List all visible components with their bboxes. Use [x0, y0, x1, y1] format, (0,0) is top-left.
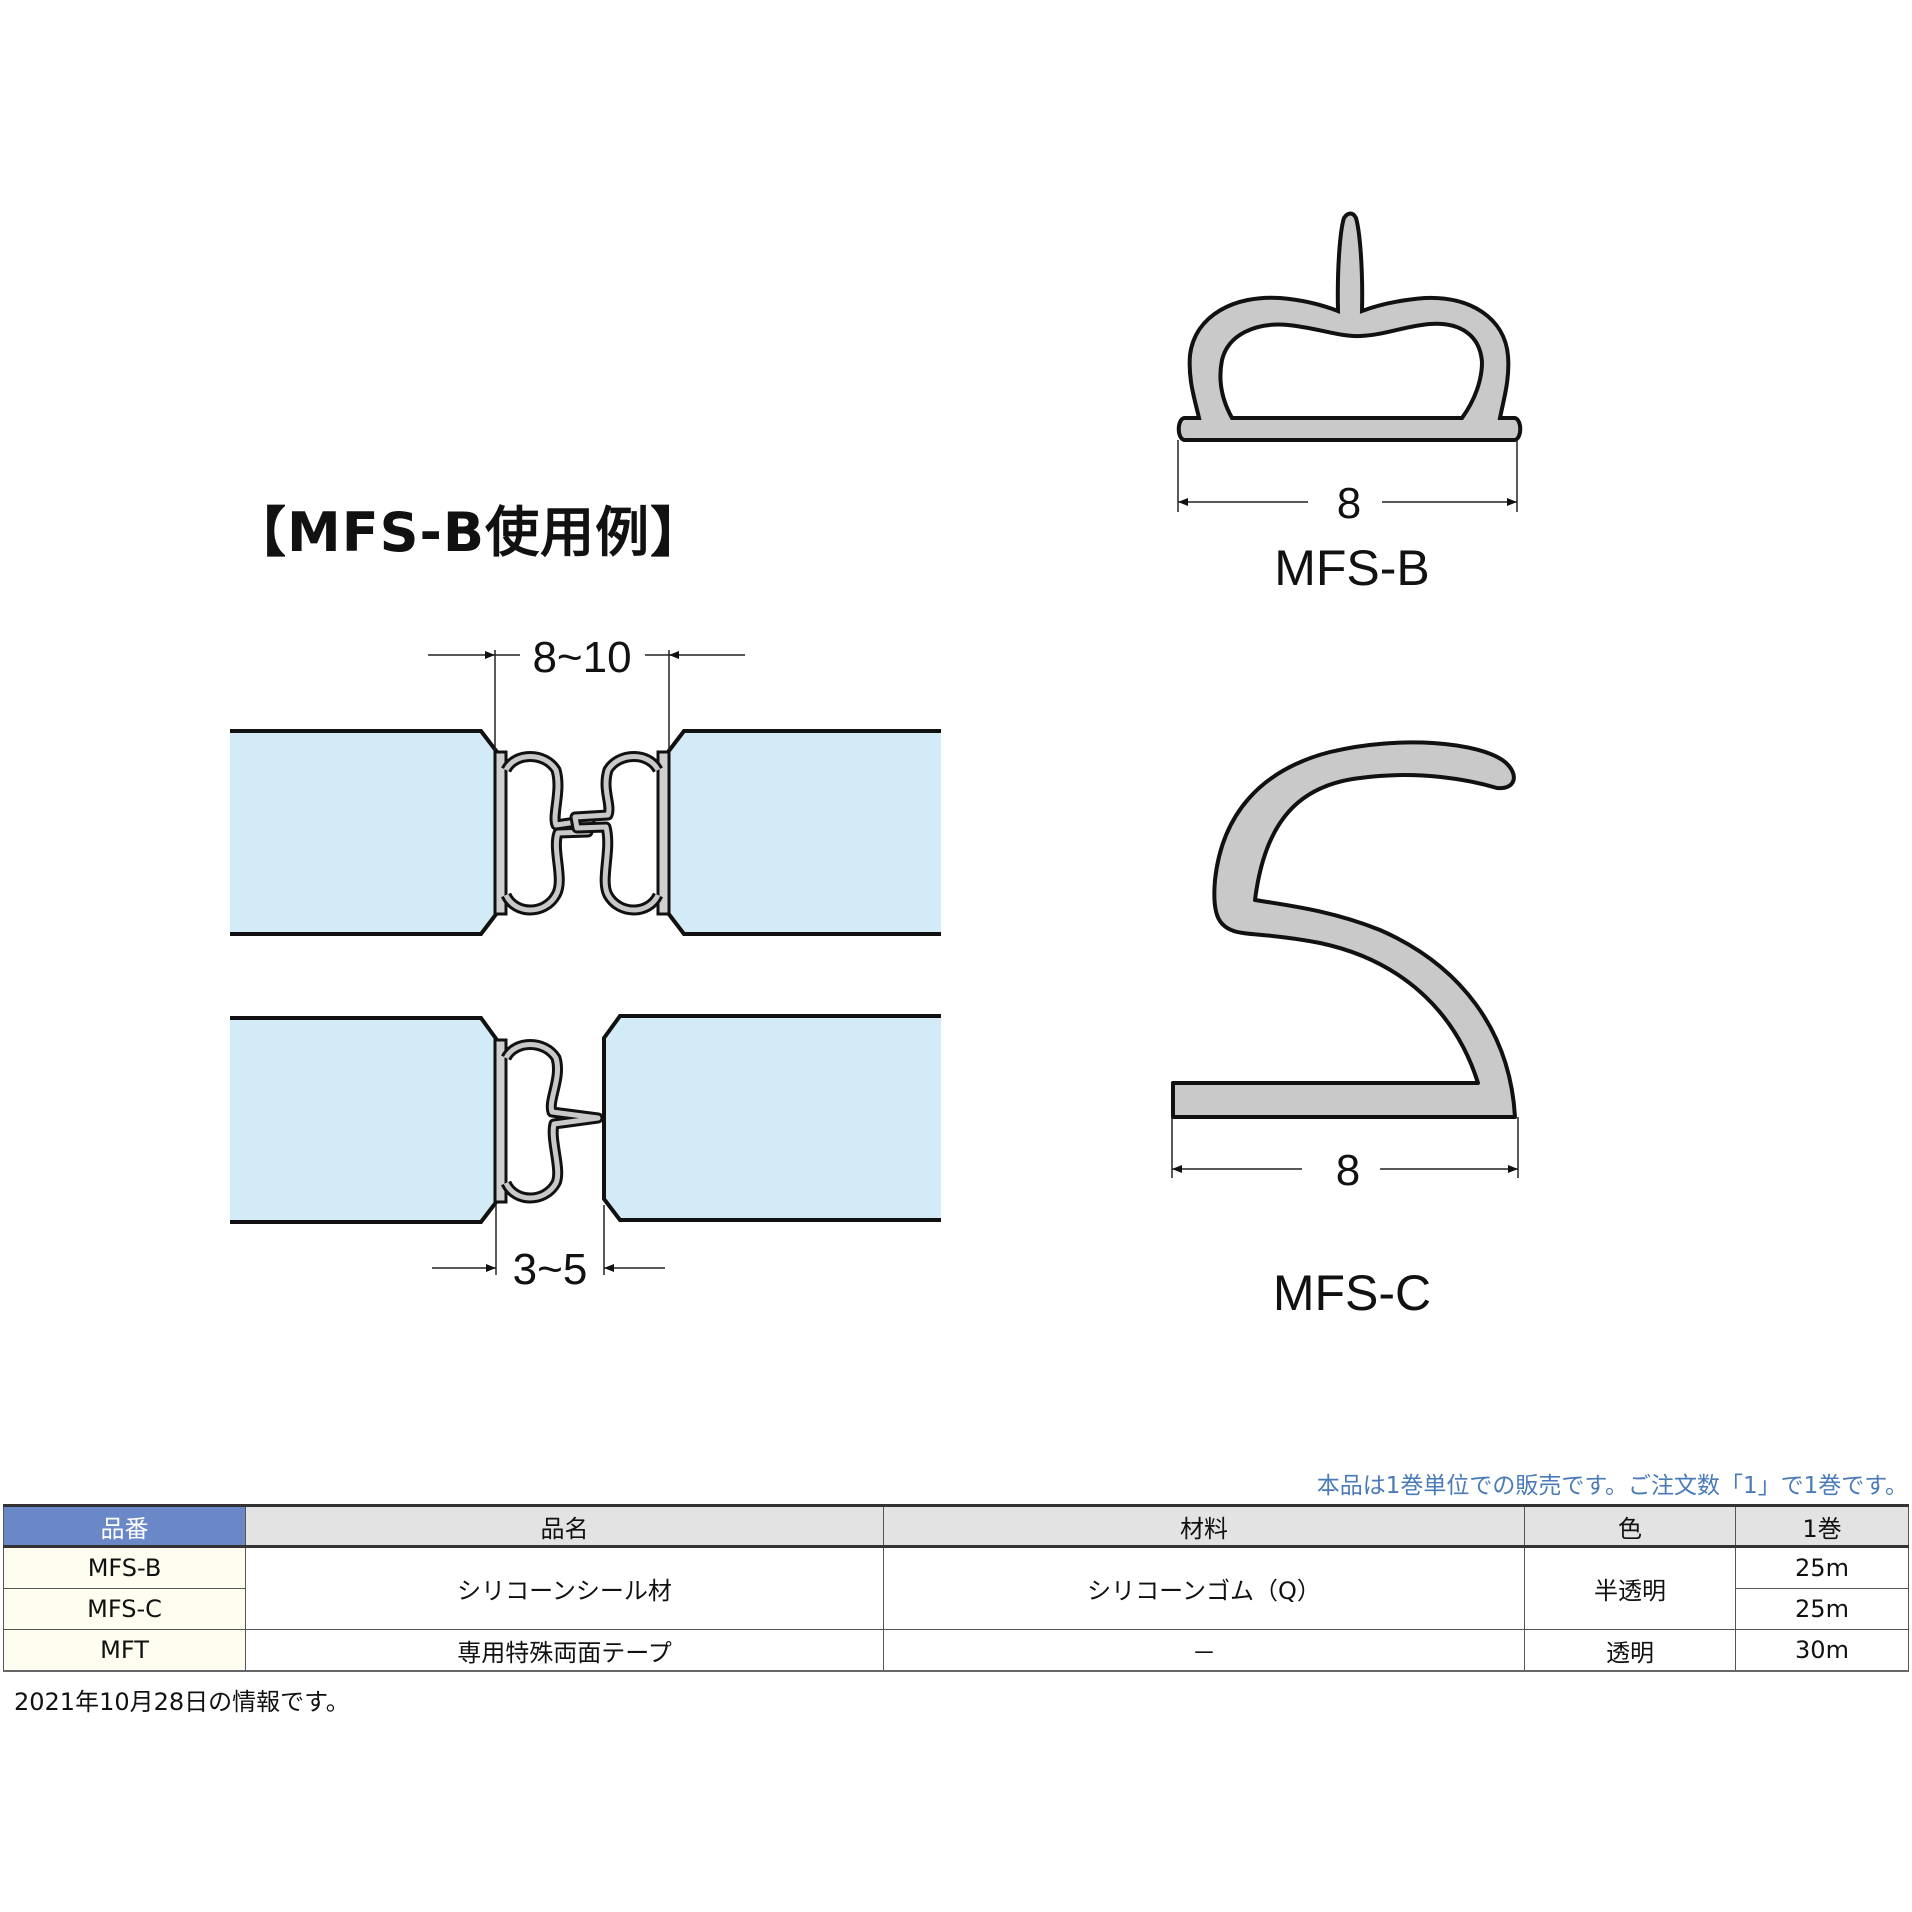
- glass-panel-left-bottom: [230, 1018, 497, 1222]
- profile-mfs-c: 8 MFS-C: [1171, 740, 1519, 1321]
- dimension-top-label: 8~10: [532, 633, 631, 682]
- usage-example-title: 【MFS-B使用例】: [232, 501, 706, 564]
- cell-color: 透明: [1524, 1629, 1736, 1672]
- cell-per-roll: 25m: [1735, 1546, 1909, 1589]
- cell-code: MFS-C: [3, 1588, 246, 1630]
- header-name: 品名: [245, 1504, 884, 1548]
- glass-panel-right-bottom: [604, 1016, 941, 1220]
- profile-mfs-b: 8 MFS-B: [1176, 211, 1523, 596]
- mfs-b-name-label: MFS-B: [1274, 540, 1430, 596]
- spec-table: 品番 品名 材料 色 1巻 MFS-B シリコーンシール材 シリコーンゴム（Q）…: [3, 1504, 1909, 1672]
- dimension-bottom-label: 3~5: [513, 1245, 588, 1294]
- info-date-footer: 2021年10月28日の情報です。: [14, 1688, 350, 1716]
- usage-top-assembly: 8~10: [230, 633, 941, 936]
- cell-code: MFS-B: [3, 1546, 246, 1589]
- mfs-c-width-label: 8: [1336, 1146, 1360, 1195]
- cell-color: 半透明: [1524, 1546, 1736, 1630]
- table-row: MFS-B シリコーンシール材 シリコーンゴム（Q） 半透明 25m: [3, 1546, 1909, 1630]
- header-material: 材料: [883, 1504, 1525, 1548]
- cell-material: －: [883, 1629, 1525, 1672]
- header-color: 色: [1524, 1504, 1736, 1548]
- glass-panel-right-top: [668, 731, 941, 934]
- usage-bottom-assembly: 3~5: [230, 1014, 941, 1294]
- cell-code: MFT: [3, 1629, 246, 1672]
- glass-panel-left-top: [230, 731, 497, 934]
- cell-per-roll: 25m: [1735, 1588, 1909, 1630]
- header-per-roll: 1巻: [1735, 1504, 1909, 1548]
- cell-name: シリコーンシール材: [245, 1546, 884, 1630]
- cell-per-roll: 30m: [1735, 1629, 1909, 1672]
- mfs-b-width-label: 8: [1337, 479, 1361, 528]
- table-row: MFS-C 25m: [3, 1588, 1909, 1630]
- header-code: 品番: [3, 1504, 246, 1548]
- mfs-b-cross-section: [1176, 211, 1523, 442]
- cell-material: シリコーンゴム（Q）: [883, 1546, 1525, 1630]
- cell-name: 専用特殊両面テープ: [245, 1629, 884, 1672]
- sales-unit-note: 本品は1巻単位での販売です。ご注文数「1」で1巻です。: [1316, 1473, 1908, 1499]
- diagram-canvas: 8~10 3~5 8 MFS-B 8 MFS-C: [230, 211, 1523, 1321]
- table-row: MFT 専用特殊両面テープ － 透明 30m: [3, 1629, 1909, 1672]
- mfs-c-name-label: MFS-C: [1273, 1265, 1431, 1321]
- table-header-row: 品番 品名 材料 色 1巻: [3, 1504, 1909, 1548]
- mfs-c-cross-section: [1171, 740, 1517, 1119]
